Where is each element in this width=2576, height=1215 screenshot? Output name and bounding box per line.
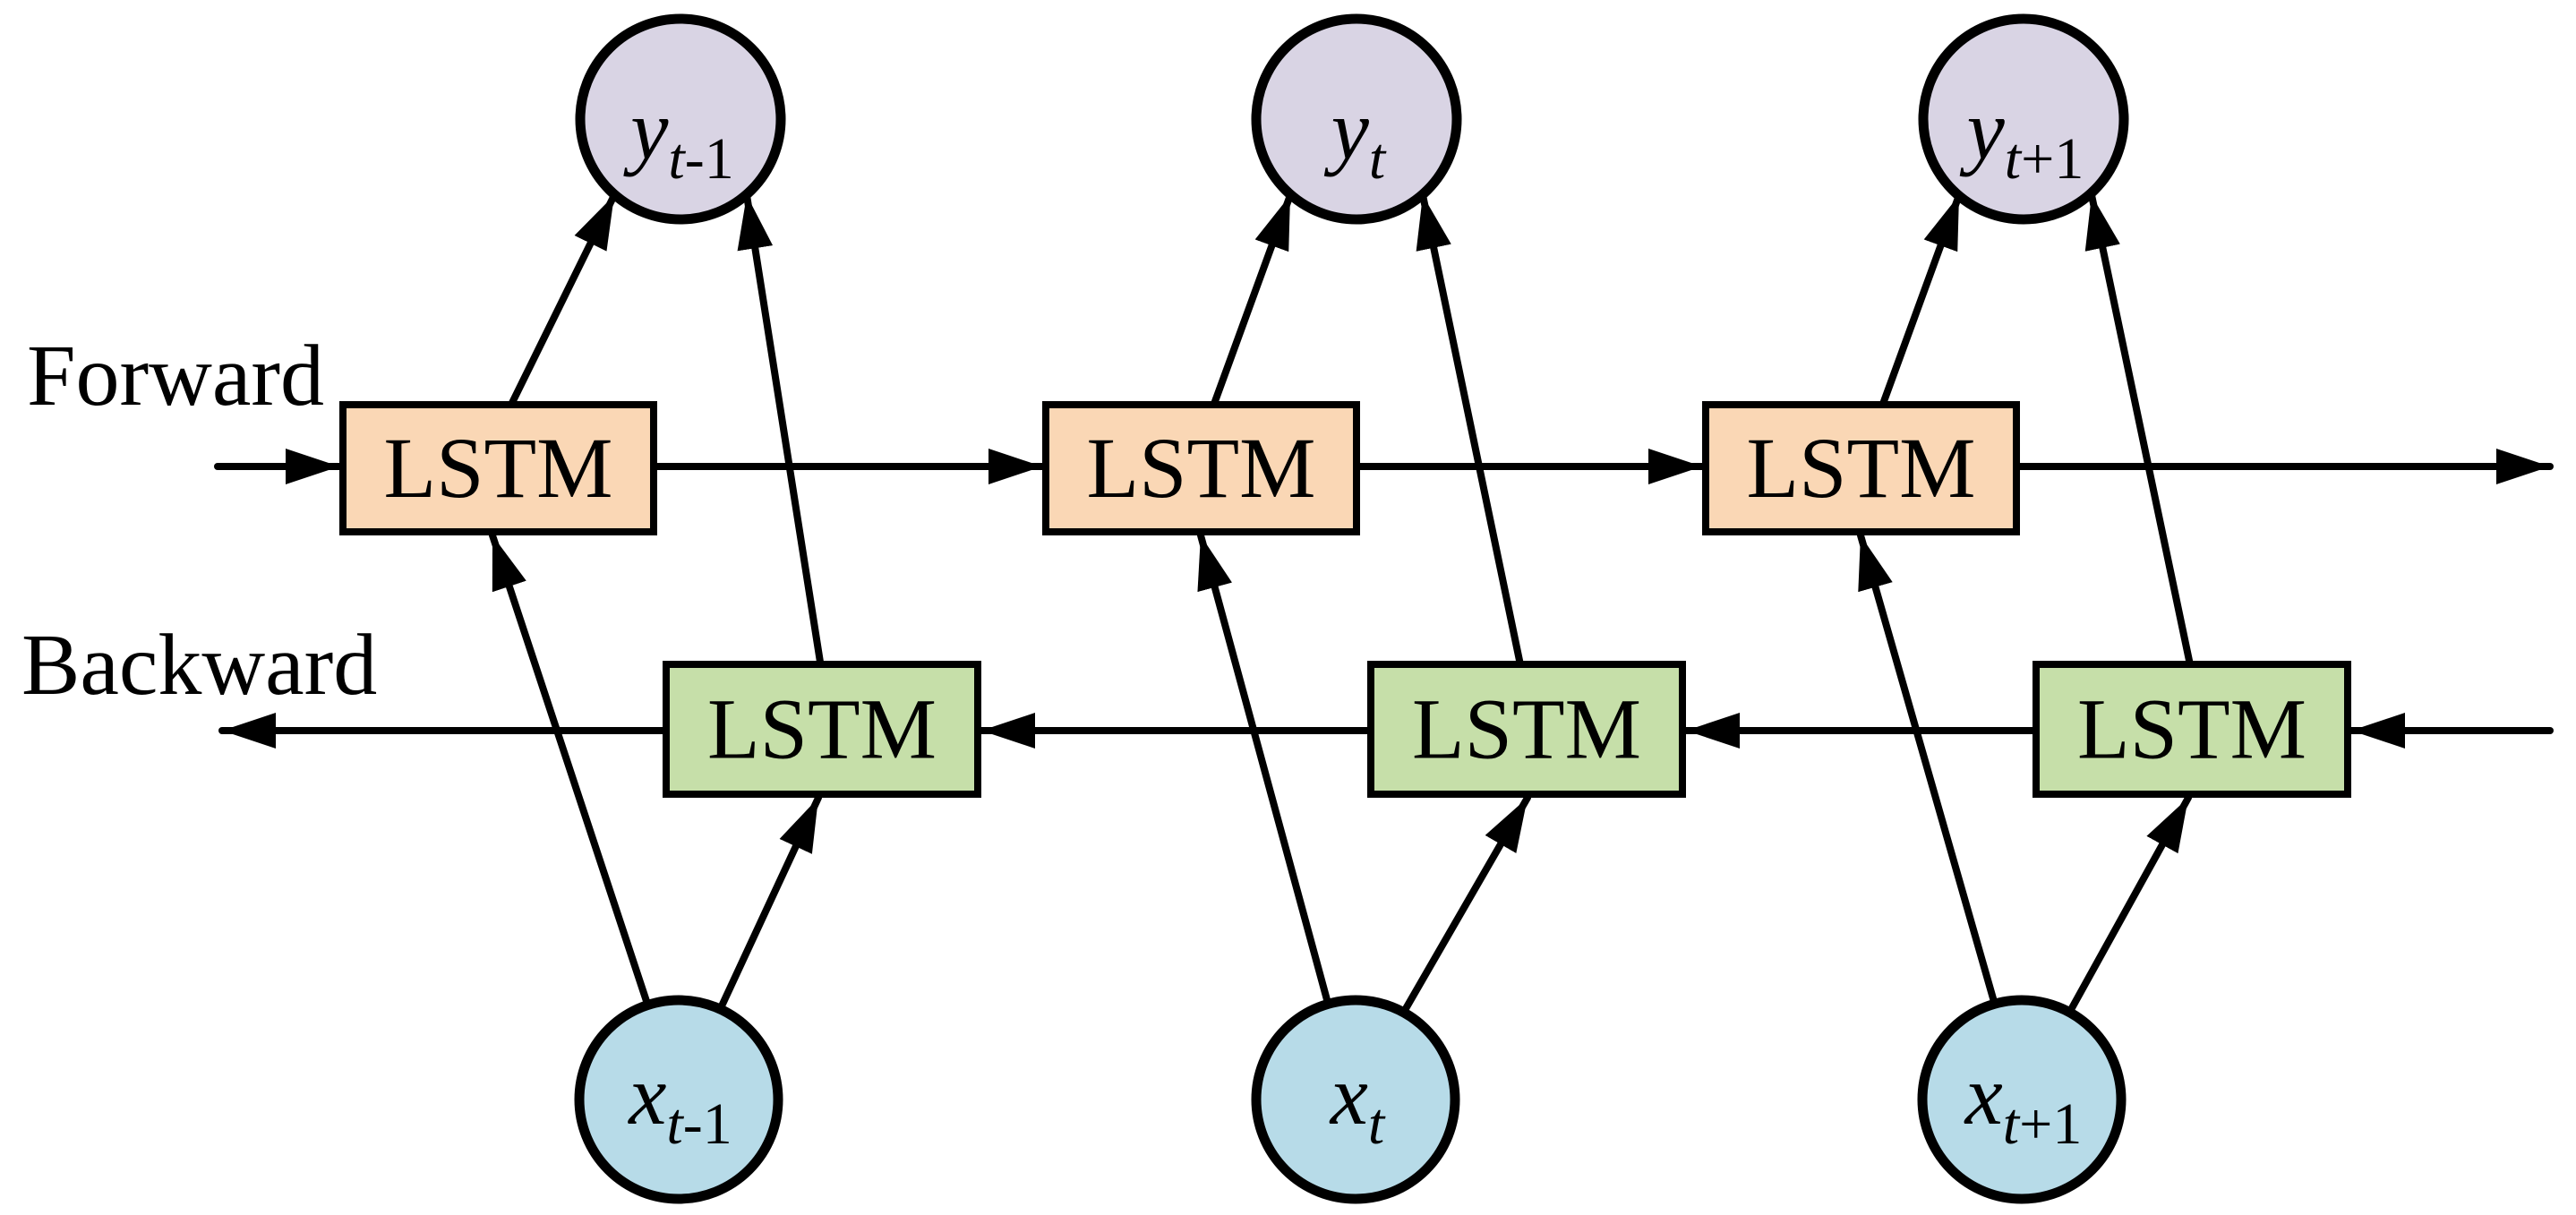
forward-lstm-box-t xyxy=(1042,401,1360,535)
forward-to-y-arrow-t xyxy=(1207,192,1294,417)
output-node-y-t-1 xyxy=(575,13,786,225)
output-node-y-t+1 xyxy=(1918,13,2129,225)
backward-lstm-box-t xyxy=(1367,661,1686,798)
input-node-x-t-label: xt xyxy=(1329,1048,1386,1157)
backward-lstm-box-t+1-label: LSTM xyxy=(2077,681,2306,777)
input-node-x-t xyxy=(1251,995,1460,1204)
input-node-x-t-1 xyxy=(574,995,783,1204)
backward-lstm-box-t+1 xyxy=(2033,661,2351,798)
forward-to-y-arrow-t-1 xyxy=(503,192,618,417)
backward-lstm-box-t-1 xyxy=(663,661,981,798)
backward-to-y-arrow-t+1 xyxy=(2084,192,2195,677)
backward-to-y-arrow-t xyxy=(1416,192,1526,677)
forward-row-label: Forward xyxy=(27,328,324,424)
forward-lstm-box-t-1 xyxy=(339,401,657,535)
backward-lstm-box-t-1-label: LSTM xyxy=(707,681,937,777)
input-node-x-t+1-label: xt+1 xyxy=(1964,1048,2083,1157)
backward-to-y-arrow-t-1 xyxy=(737,192,826,677)
input-node-x-t+1 xyxy=(1917,995,2127,1204)
forward-to-y-arrow-t+1 xyxy=(1876,192,1963,417)
forward-lstm-box-t+1 xyxy=(1702,401,2020,535)
output-node-y-t-1-label: yt-1 xyxy=(623,82,734,192)
input-node-x-t-1-label: xt-1 xyxy=(627,1048,732,1157)
forward-lstm-box-t-1-label: LSTM xyxy=(383,420,612,516)
backward-row-label: Backward xyxy=(21,617,377,714)
output-node-y-t+1-label: yt+1 xyxy=(1960,82,2084,192)
backward-lstm-box-t-label: LSTM xyxy=(1412,681,1641,777)
forward-lstm-box-t+1-label: LSTM xyxy=(1746,420,1975,516)
output-node-y-t xyxy=(1251,13,1462,225)
output-node-y-t-label: yt xyxy=(1324,82,1387,192)
forward-lstm-box-t-label: LSTM xyxy=(1086,420,1315,516)
